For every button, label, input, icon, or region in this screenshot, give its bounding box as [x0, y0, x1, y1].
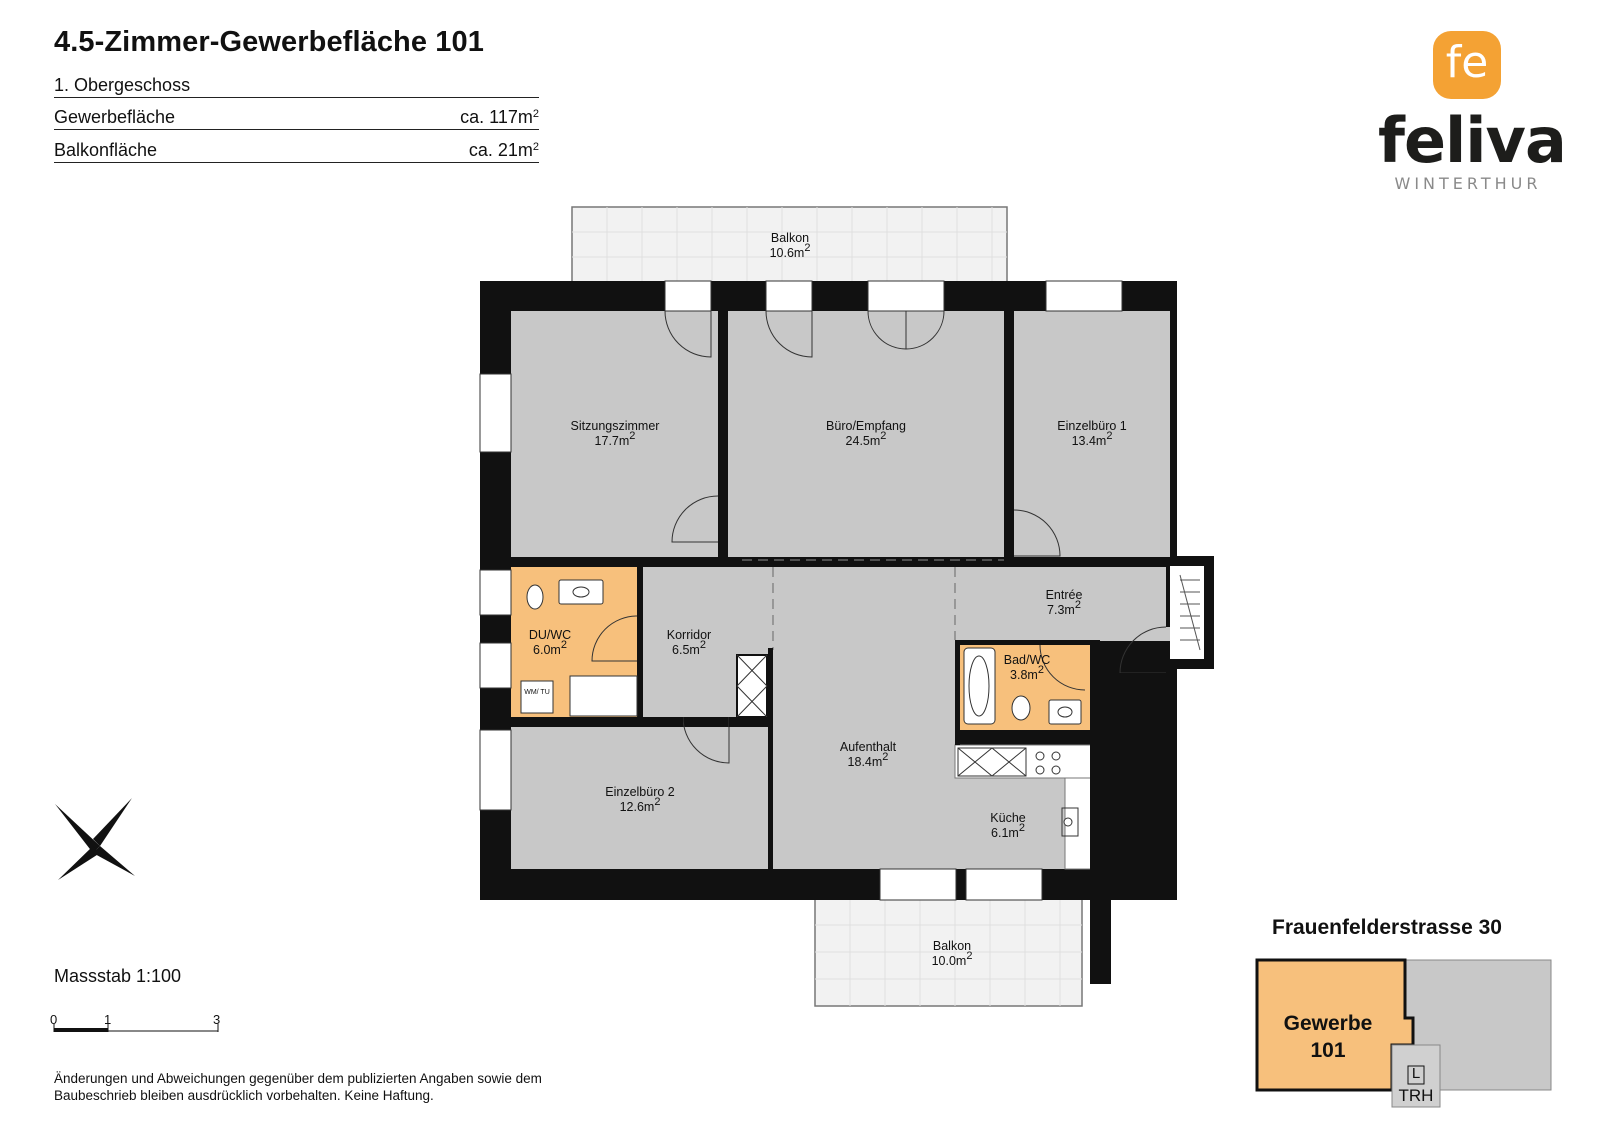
room-einzelbuero-2 — [511, 727, 768, 869]
floor-row: 1. Obergeschoss — [54, 73, 539, 98]
room-entree — [955, 567, 1170, 641]
north-arrow-icon — [55, 798, 135, 880]
door-swings — [591, 310, 1167, 764]
disclaimer: Änderungen und Abweichungen gegenüber de… — [54, 1071, 542, 1103]
address-label: Frauenfelderstrasse 30 — [1272, 916, 1502, 939]
brand-city: WINTERTHUR — [1394, 174, 1542, 193]
open-boundaries — [742, 559, 1004, 650]
balcony-south — [814, 897, 1083, 1007]
balcony-area-label: Balkonfläche — [54, 140, 158, 160]
room-einzelbuero-1 — [1014, 311, 1170, 557]
floor-label: 1. Obergeschoss — [54, 75, 191, 95]
interior-walls — [511, 311, 1170, 885]
lift-label: L — [1411, 1065, 1421, 1082]
balcony-north — [571, 206, 1008, 283]
bathroom-fixtures — [520, 579, 1082, 837]
balcony-area-row: Balkonfläche ca. 21m2 — [54, 138, 539, 163]
brand-name: feliva — [1378, 104, 1567, 177]
scale-tick-0: 0 — [50, 1012, 58, 1027]
shaft — [736, 654, 768, 718]
scale-label: Massstab 1:100 — [54, 966, 182, 986]
stair-treads — [1179, 574, 1201, 651]
room-sitzungszimmer — [511, 311, 718, 557]
scale-tick-3: 3 — [213, 1012, 221, 1027]
windows — [479, 280, 1123, 901]
room-aufenthalt — [773, 567, 955, 869]
commercial-area-label: Gewerbefläche — [54, 107, 176, 127]
commercial-area-row: Gewerbefläche ca. 117m2 — [54, 105, 539, 130]
room-fills — [511, 311, 1170, 869]
key-plan — [1255, 958, 1552, 1108]
feliva-logo-mark: fe — [1433, 31, 1501, 99]
washer-label: WM/ TU — [524, 689, 550, 696]
kitchen-appliances — [957, 747, 1061, 777]
room-buero-empfang — [728, 311, 1004, 557]
commercial-area-value: ca. 117m2 — [460, 107, 539, 127]
scale-bar — [53, 1024, 219, 1032]
scale-tick-1: 1 — [104, 1012, 112, 1027]
balcony-area-value: ca. 21m2 — [468, 140, 539, 160]
page-title: 4.5-Zimmer-Gewerbefläche 101 — [54, 26, 484, 58]
room-kueche — [955, 778, 1065, 869]
stair-label: TRH — [1398, 1086, 1434, 1105]
